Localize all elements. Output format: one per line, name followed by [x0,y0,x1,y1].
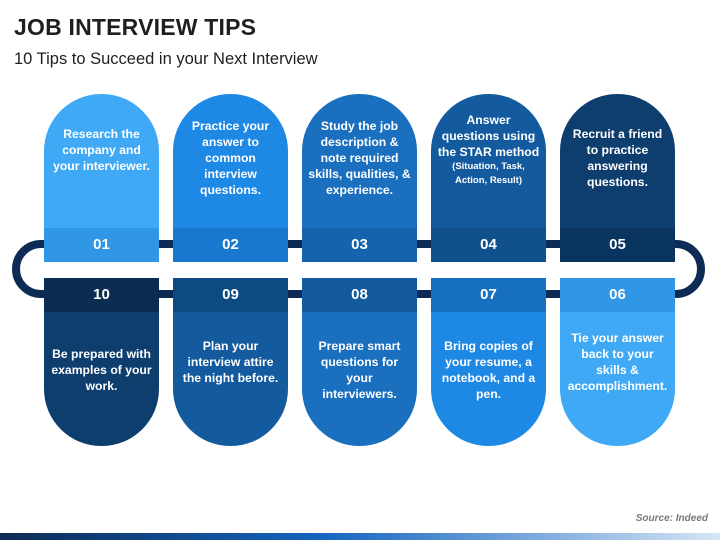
tip-main-04: Answer questions using the STAR method [437,113,540,159]
tip-number-02: 02 [173,228,288,262]
tip-note-04: (Situation, Task, Action, Result) [452,161,525,186]
tip-text-07: Bring copies of your resume, a notebook,… [441,339,536,401]
tip-number-05: 05 [560,228,675,262]
tip-text-04: Answer questions using the STAR method (… [437,112,540,188]
tip-text-03: Study the job description & note require… [308,119,411,197]
tip-number-10: 10 [44,278,159,312]
tip-number-08: 08 [302,278,417,312]
tip-number-01: 01 [44,228,159,262]
tip-text-08: Prepare smart questions for your intervi… [318,339,401,401]
tip-text-05: Recruit a friend to practice answering q… [572,127,663,189]
tip-number-06: 06 [560,278,675,312]
tip-number-03: 03 [302,228,417,262]
tip-text-09: Plan your interview attire the night bef… [182,339,279,385]
page-title: JOB INTERVIEW TIPS [14,14,257,40]
tip-text-01: Research the company and your interviewe… [53,127,150,173]
tip-text-06: Tie your answer back to your skills & ac… [567,331,668,393]
tip-number-09: 09 [173,278,288,312]
tip-number-04: 04 [431,228,546,262]
tip-number-07: 07 [431,278,546,312]
tip-text-02: Practice your answer to common interview… [191,119,270,197]
tip-text-10: Be prepared with examples of your work. [51,347,152,393]
footer-bar [0,533,720,540]
page-subtitle: 10 Tips to Succeed in your Next Intervie… [14,50,318,68]
source-note: Source: Indeed [635,513,708,524]
